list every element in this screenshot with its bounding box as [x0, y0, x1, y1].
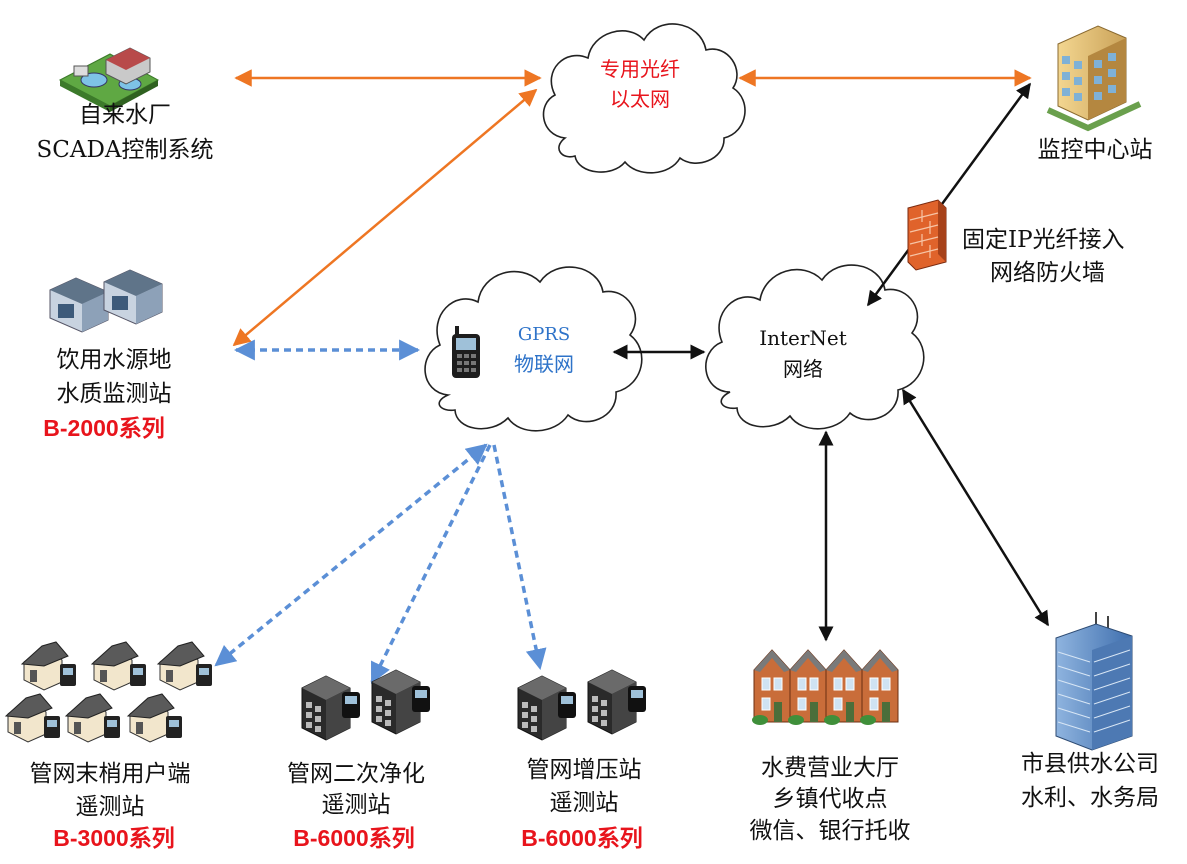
station-meter-icon — [301, 669, 430, 741]
firewall-label-line1: 固定IP光纤接入 — [962, 227, 1125, 253]
gprs-enduser-link — [214, 443, 488, 667]
internet-cloud-label-line2: 网络 — [783, 357, 823, 381]
office-building-icon — [1046, 25, 1142, 132]
house-icon — [126, 693, 182, 743]
house-meter-icon — [4, 641, 212, 743]
townhouse-unit-icon — [788, 649, 827, 725]
gprs-booster-link — [492, 444, 547, 671]
gprs-cloud-label-line1: GPRS — [518, 324, 570, 345]
station-building-icon — [587, 669, 646, 735]
purification-label-line2: 遥测站 — [322, 792, 391, 818]
waterworks-label-line2: SCADA控制系统 — [36, 137, 213, 163]
purification-label-line1: 管网二次净化 — [287, 761, 425, 787]
end-user-series: B-3000系列 — [53, 825, 174, 851]
company-label-line2: 水利、水务局 — [1021, 785, 1159, 811]
internet-cloud-label-line1: InterNet — [759, 326, 847, 350]
source-station-series: B-2000系列 — [43, 415, 164, 441]
firewall-label-line2: 网络防火墙 — [990, 260, 1105, 286]
end-user-label-line2: 遥测站 — [76, 794, 145, 820]
waterworks-label-line1: 自来水厂 — [79, 102, 171, 128]
fiber-cloud-label-line1: 专用光纤 — [600, 57, 680, 81]
billing-label-line3: 微信、银行托收 — [750, 818, 911, 844]
end-user-label-line1: 管网末梢用户端 — [30, 761, 191, 787]
station-meter-icon — [517, 669, 646, 741]
firewall-icon — [907, 199, 947, 271]
booster-label-line1: 管网增压站 — [527, 757, 642, 783]
fiber-source-link — [232, 88, 538, 347]
house-icon — [90, 641, 146, 691]
booster-label-line2: 遥测站 — [550, 790, 619, 816]
house-icon — [20, 641, 76, 691]
gprs-purification-link — [370, 444, 492, 684]
source-station-label-line1: 饮用水源地 — [57, 347, 172, 373]
house-icon — [156, 641, 212, 691]
station-building-icon — [517, 675, 576, 741]
station-building-icon — [301, 675, 360, 741]
skyscraper-icon — [1055, 612, 1133, 751]
townhouse-unit-icon — [824, 649, 863, 725]
company-label-line1: 市县供水公司 — [1021, 751, 1159, 777]
house-icon — [64, 693, 120, 743]
townhouse-unit-icon — [752, 649, 791, 725]
purification-series: B-6000系列 — [293, 825, 414, 851]
fiber-cloud-label-line2: 以太网 — [610, 87, 670, 111]
billing-label-line1: 水费营业大厅 — [761, 755, 899, 781]
townhouse-icon — [752, 649, 899, 725]
house-icon — [4, 693, 60, 743]
monitoring-station-icon — [49, 269, 163, 333]
station-building-icon — [371, 669, 430, 735]
water-plant-icon — [58, 47, 160, 112]
townhouse-unit-icon — [860, 649, 899, 725]
internet-company-link — [901, 388, 1050, 627]
internet-monitor-link — [866, 82, 1032, 307]
gprs-cloud-label-line2: 物联网 — [514, 352, 574, 376]
source-station-label-line2: 水质监测站 — [57, 381, 172, 407]
monitor-center-label: 监控中心站 — [1038, 137, 1153, 163]
billing-label-line2: 乡镇代收点 — [773, 786, 888, 812]
fiber-ethernet-cloud — [542, 23, 746, 174]
booster-series: B-6000系列 — [521, 825, 642, 851]
